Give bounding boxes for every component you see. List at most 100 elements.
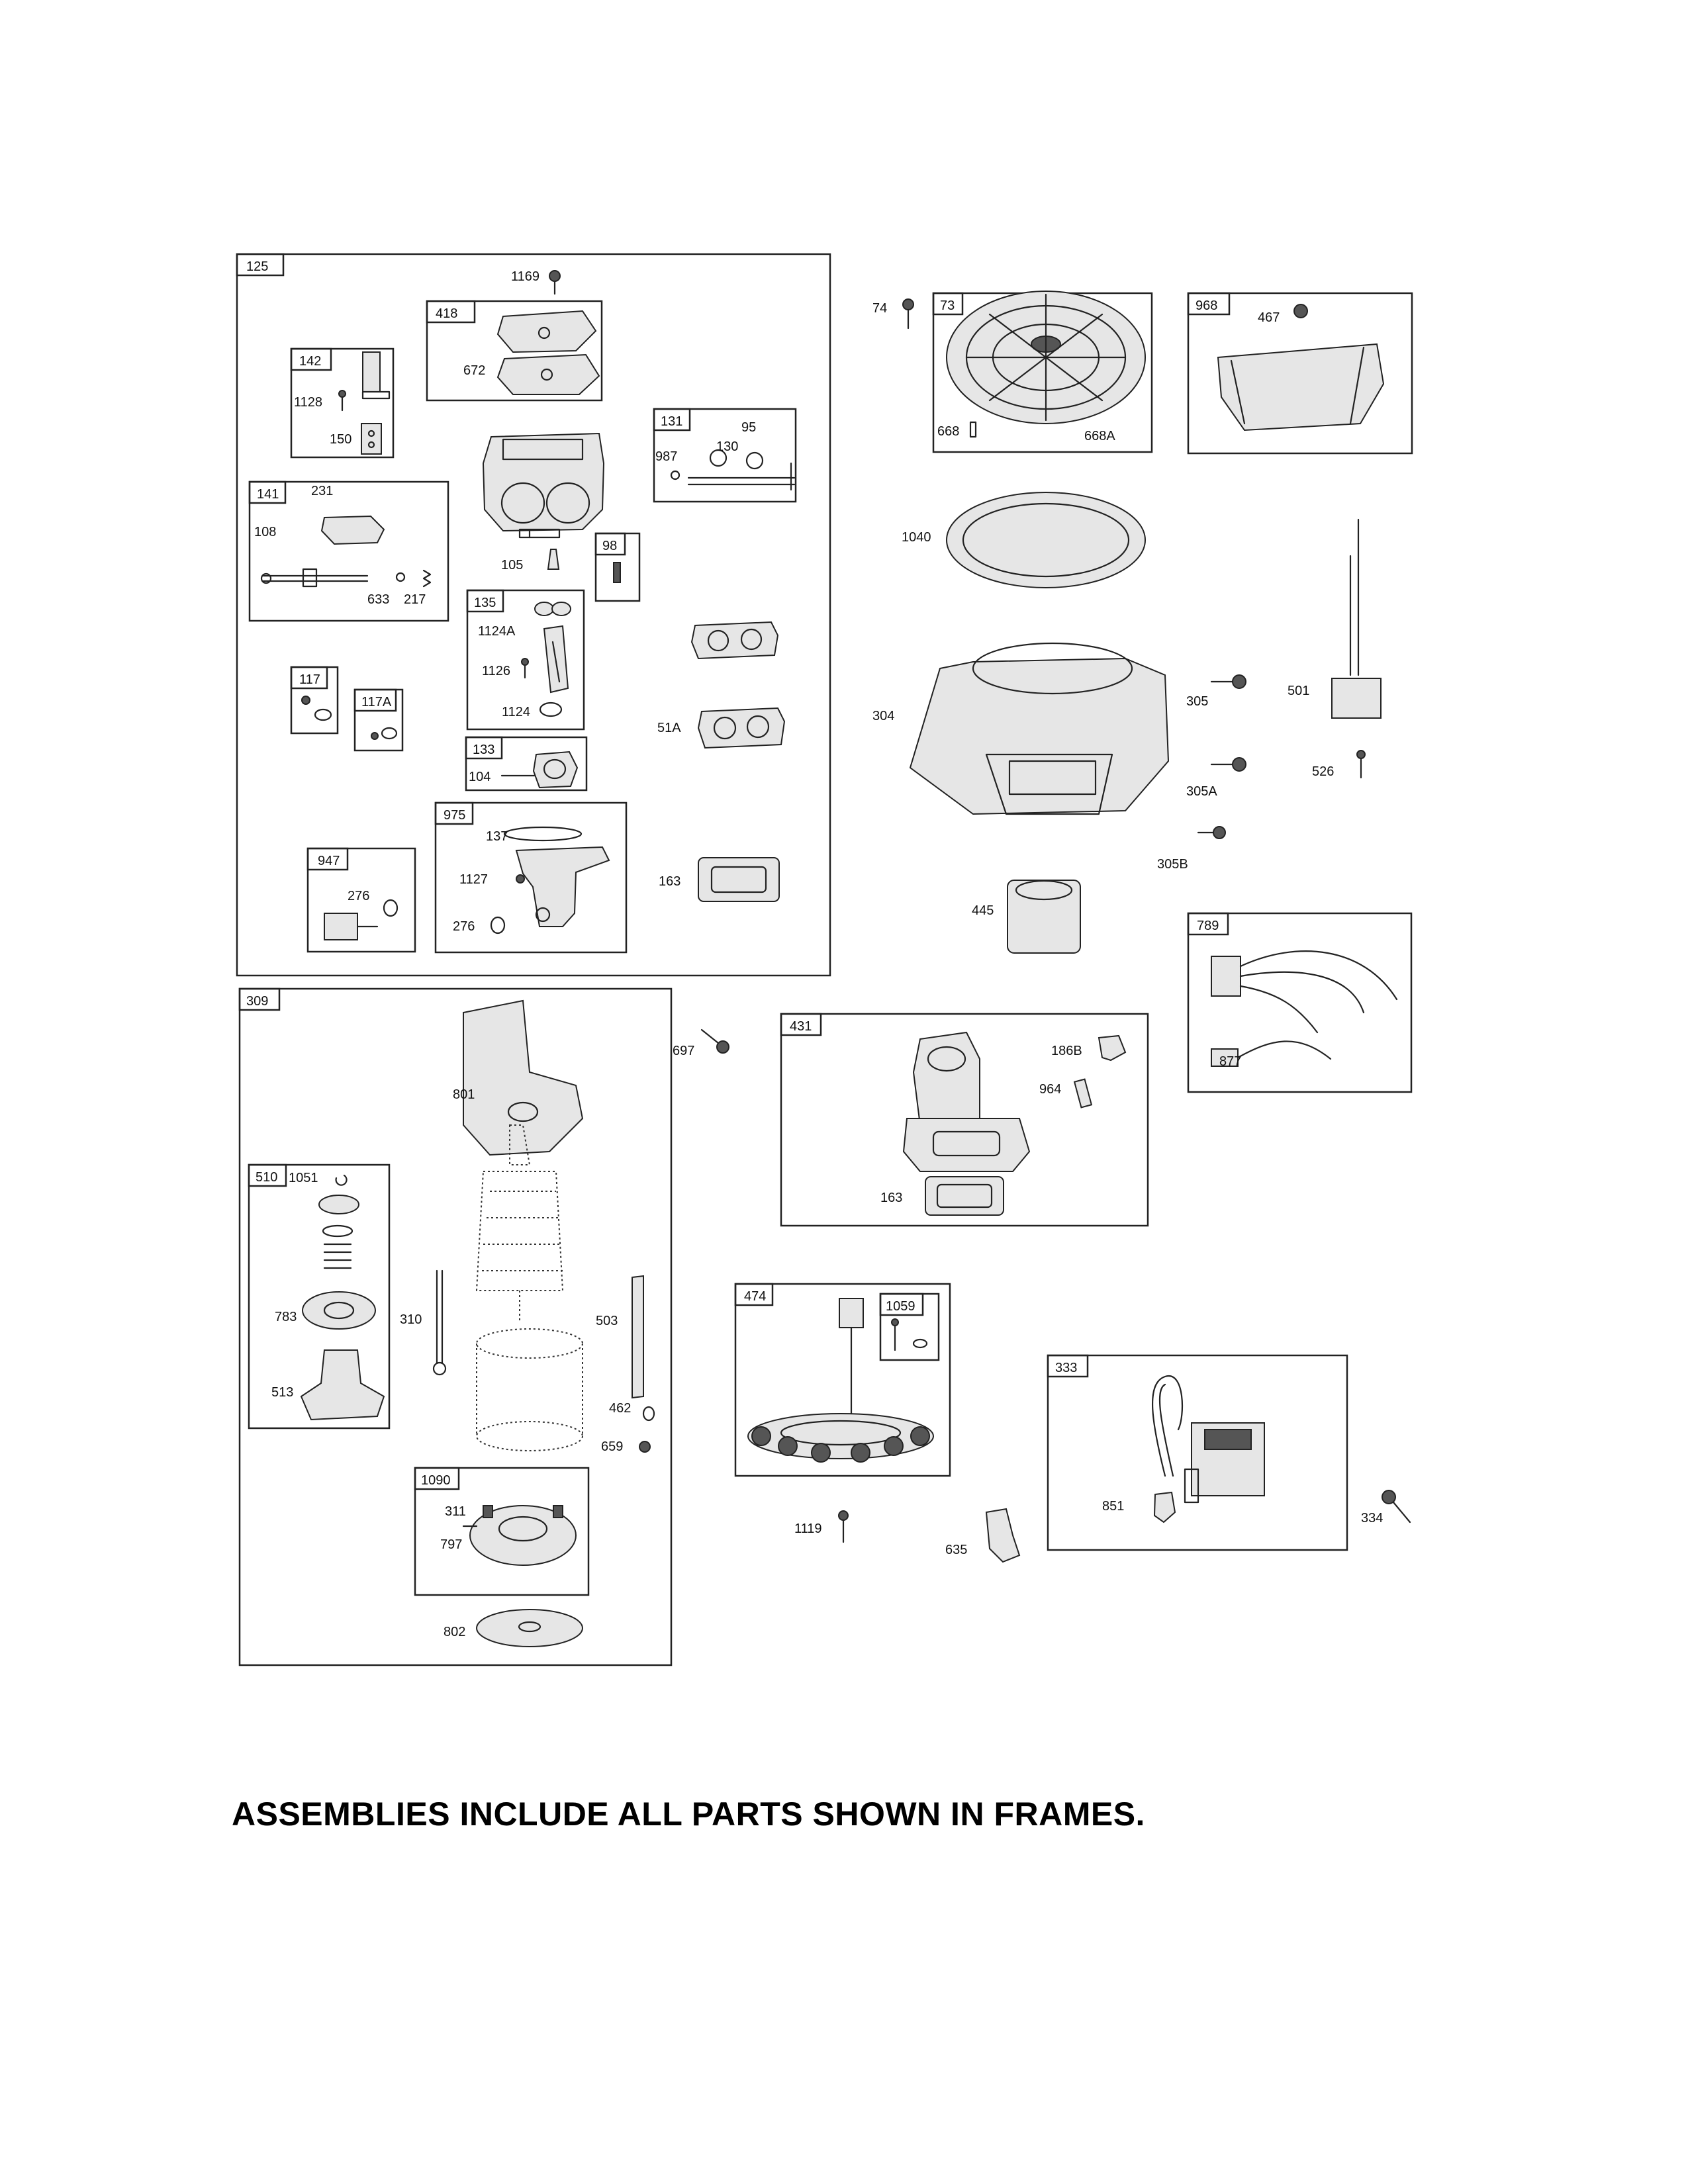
label-1051: 1051	[289, 1171, 318, 1185]
label-668a: 668A	[1084, 429, 1115, 443]
part-1169-screw-icon	[549, 270, 561, 295]
label-108: 108	[254, 525, 276, 539]
label-231: 231	[311, 484, 333, 498]
part-510-drive-pinion-icon	[300, 1174, 385, 1421]
part-635-spark-plug-boot-icon	[985, 1508, 1021, 1563]
part-431-air-cleaner-base-icon	[902, 1031, 1031, 1172]
frame-tab-73: 73	[940, 298, 955, 313]
label-104: 104	[469, 770, 491, 784]
part-motor-housing-icon	[476, 1328, 583, 1451]
frame-789: 789	[1187, 912, 1413, 1093]
label-1128: 1128	[294, 395, 322, 410]
label-1169: 1169	[511, 269, 539, 284]
frame-tab-117a: 117A	[361, 695, 392, 709]
part-503-strap-icon	[632, 1275, 644, 1399]
frame-tab-418: 418	[436, 306, 457, 321]
label-633: 633	[367, 592, 389, 607]
frame-968: 968	[1187, 292, 1413, 455]
part-141-choke-shaft-icon	[260, 515, 432, 588]
label-304: 304	[872, 709, 894, 723]
frame-tab-133: 133	[473, 743, 494, 757]
label-276a: 276	[348, 889, 369, 903]
label-635: 635	[945, 1543, 967, 1557]
part-armature-icon	[475, 1124, 564, 1320]
frame-tab-141: 141	[257, 487, 279, 502]
label-1124: 1124	[502, 705, 530, 719]
label-163a: 163	[659, 874, 680, 889]
part-659-nut-icon	[639, 1441, 651, 1453]
part-1090-brush-assembly-icon	[462, 1505, 577, 1566]
frame-418: 418	[426, 300, 603, 402]
frame-tab-125: 125	[246, 259, 268, 274]
label-51a: 51A	[657, 721, 681, 735]
label-987: 987	[655, 449, 677, 464]
label-305a: 305A	[1186, 784, 1217, 799]
part-1119-screw-icon	[838, 1510, 849, 1543]
part-1059-screw-icon	[891, 1318, 928, 1351]
label-668: 668	[937, 424, 959, 439]
label-311: 311	[445, 1504, 466, 1519]
label-1124a: 1124A	[478, 624, 516, 639]
part-carburetor-body-icon	[482, 432, 605, 539]
part-964-tube-icon	[1073, 1078, 1093, 1109]
label-1040: 1040	[902, 530, 931, 545]
label-130: 130	[716, 439, 738, 454]
frame-tab-510: 510	[256, 1170, 277, 1185]
label-467: 467	[1258, 310, 1280, 325]
frame-474: 474	[734, 1283, 951, 1477]
frame-333: 333	[1047, 1354, 1348, 1551]
frame-975: 975	[434, 801, 628, 954]
frame-98: 98	[594, 532, 641, 602]
label-851: 851	[1102, 1499, 1124, 1514]
part-98-jet-icon	[613, 562, 621, 583]
label-964: 964	[1039, 1082, 1061, 1097]
frame-141: 141	[248, 480, 449, 622]
frame-tab-309: 309	[246, 994, 268, 1009]
part-73-rotating-screen-icon	[946, 291, 1146, 438]
part-305-bolt-icon	[1210, 674, 1246, 689]
frame-510: 510	[248, 1163, 391, 1430]
part-310-through-bolt-icon	[432, 1269, 447, 1376]
part-501-sensor-icon	[1331, 518, 1382, 719]
part-304-blower-housing-icon	[909, 642, 1170, 815]
part-305a-bolt-icon	[1210, 757, 1246, 772]
part-526-screw-icon	[1356, 750, 1366, 779]
label-659: 659	[601, 1439, 623, 1454]
frame-947: 947	[306, 847, 416, 953]
frame-1090: 1090	[414, 1467, 590, 1596]
frame-117a: 117A	[353, 688, 404, 752]
label-801: 801	[453, 1087, 475, 1102]
frame-117: 117	[290, 666, 339, 735]
label-462: 462	[609, 1401, 631, 1416]
part-445-air-filter-icon	[1007, 880, 1081, 954]
part-117a-washer-icon	[371, 727, 398, 740]
label-503: 503	[596, 1314, 618, 1328]
part-51a-gasket-icon	[697, 707, 786, 749]
label-672: 672	[463, 363, 485, 378]
part-975-fuel-bowl-icon	[490, 826, 610, 934]
label-305b: 305B	[1157, 857, 1188, 872]
label-137: 137	[486, 829, 508, 844]
label-95: 95	[741, 420, 756, 435]
frame-142: 142	[290, 347, 395, 459]
frame-tab-131: 131	[661, 414, 682, 429]
part-802-end-cap-icon	[476, 1609, 583, 1647]
label-797: 797	[440, 1537, 462, 1552]
part-333-ignition-coil-icon	[1152, 1375, 1265, 1504]
frame-1059: 1059	[879, 1293, 940, 1361]
label-1127: 1127	[459, 872, 488, 887]
frame-tab-968: 968	[1196, 298, 1217, 313]
label-74: 74	[872, 301, 887, 316]
label-105: 105	[501, 558, 523, 572]
part-418-gasket-icon	[496, 310, 600, 395]
part-789-wire-harness-icon	[1211, 950, 1398, 1067]
label-445: 445	[972, 903, 994, 918]
part-851-clip-icon	[1153, 1491, 1176, 1524]
label-802: 802	[444, 1625, 465, 1639]
label-310: 310	[400, 1312, 422, 1327]
frame-tab-474: 474	[744, 1289, 766, 1304]
frame-tab-142: 142	[299, 354, 321, 369]
frame-tab-333: 333	[1055, 1361, 1077, 1375]
label-526: 526	[1312, 764, 1334, 779]
assembly-note: ASSEMBLIES INCLUDE ALL PARTS SHOWN IN FR…	[232, 1796, 1145, 1833]
